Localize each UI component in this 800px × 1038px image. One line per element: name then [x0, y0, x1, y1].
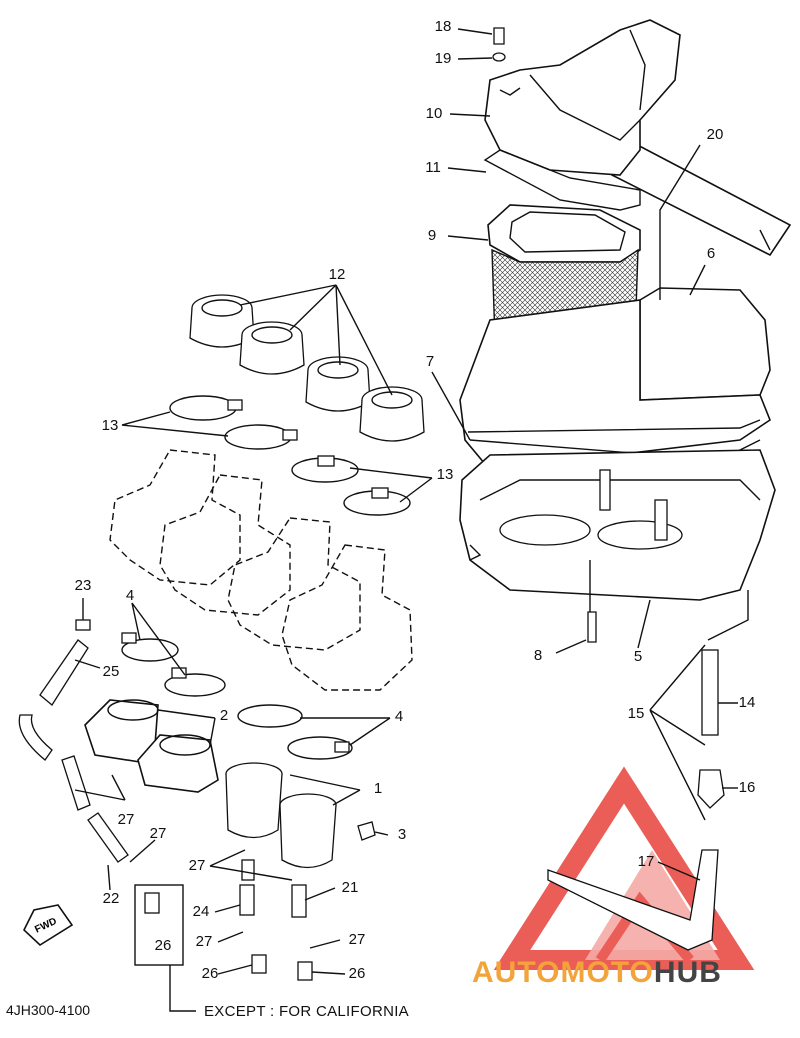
label-11: 11	[425, 159, 441, 176]
part-24-tube	[239, 884, 255, 916]
label-27-left: 27	[117, 811, 135, 828]
label-17: 17	[637, 853, 655, 870]
part-22-hose-upper	[61, 755, 91, 811]
label-26-left: 26	[201, 965, 219, 982]
part-12-carburetor-joints	[189, 294, 425, 442]
label-13-left: 13	[101, 417, 119, 434]
part-7-upper-air-box	[459, 299, 771, 471]
part-21-tube	[291, 884, 307, 918]
label-26-right: 26	[348, 965, 366, 982]
part-17-hose	[547, 849, 719, 951]
part-25-hose-loop	[18, 714, 53, 761]
label-24: 24	[192, 903, 210, 920]
part-14-hose	[701, 649, 719, 736]
part-16-filter	[697, 769, 725, 809]
label-27-lower-right: 27	[348, 931, 366, 948]
part-19-washer	[492, 52, 506, 62]
part-3-screw	[357, 821, 376, 841]
label-23: 23	[74, 577, 92, 594]
label-18: 18	[434, 18, 452, 35]
leader-lines	[74, 28, 749, 1012]
label-27-center: 27	[188, 857, 206, 874]
label-2: 2	[219, 707, 229, 724]
label-1: 1	[373, 780, 383, 797]
part-11-cap-gasket	[483, 149, 641, 211]
label-21: 21	[341, 879, 359, 896]
label-27-lower-left: 27	[195, 933, 213, 950]
label-12: 12	[328, 266, 346, 283]
label-4-lower: 4	[394, 708, 404, 725]
label-13-right: 13	[436, 466, 454, 483]
part-18-screw	[493, 27, 505, 45]
label-20: 20	[706, 126, 724, 143]
part-8-bolt	[587, 611, 597, 643]
label-26-boxed: 26	[154, 937, 172, 954]
part-22-hose	[87, 812, 129, 863]
label-22: 22	[102, 890, 120, 907]
label-8: 8	[533, 647, 543, 664]
part-6-box-side-cover	[639, 287, 771, 401]
label-4-upper: 4	[125, 587, 135, 604]
part-23-clip	[75, 619, 91, 631]
forward-arrow-icon: FWD	[23, 904, 74, 947]
footnote: EXCEPT : FOR CALIFORNIA	[204, 1003, 409, 1020]
part-4-manifold-clamps	[121, 632, 353, 760]
part-10-air-cleaner-cap	[484, 19, 681, 176]
label-7: 7	[425, 353, 435, 370]
diagram-code: 4JH300-4100	[6, 1002, 91, 1018]
part-21-tube-upper	[241, 859, 255, 881]
part-25-hose	[39, 639, 89, 706]
watermark-text: AUTOMOTOHUB	[472, 956, 722, 990]
watermark-text-accent: AUTOMOTO	[472, 956, 654, 989]
part-26-plugs	[134, 884, 313, 981]
label-27-mid: 27	[149, 825, 167, 842]
label-5: 5	[633, 648, 643, 665]
part-1-intake-joints	[225, 762, 337, 869]
watermark-text-dark: HUB	[653, 956, 722, 989]
label-16: 16	[738, 779, 756, 796]
part-2-intake-manifolds	[84, 699, 219, 793]
label-14: 14	[738, 694, 756, 711]
label-6: 6	[706, 245, 716, 262]
label-3: 3	[397, 826, 407, 843]
label-19: 19	[434, 50, 452, 67]
part-5-lower-air-box	[459, 449, 776, 601]
label-10: 10	[425, 105, 443, 122]
part-13-joint-clamps	[169, 395, 411, 516]
carburetor-assembly-outline	[109, 449, 413, 691]
label-25: 25	[102, 663, 120, 680]
label-15: 15	[627, 705, 645, 722]
label-9: 9	[427, 227, 437, 244]
